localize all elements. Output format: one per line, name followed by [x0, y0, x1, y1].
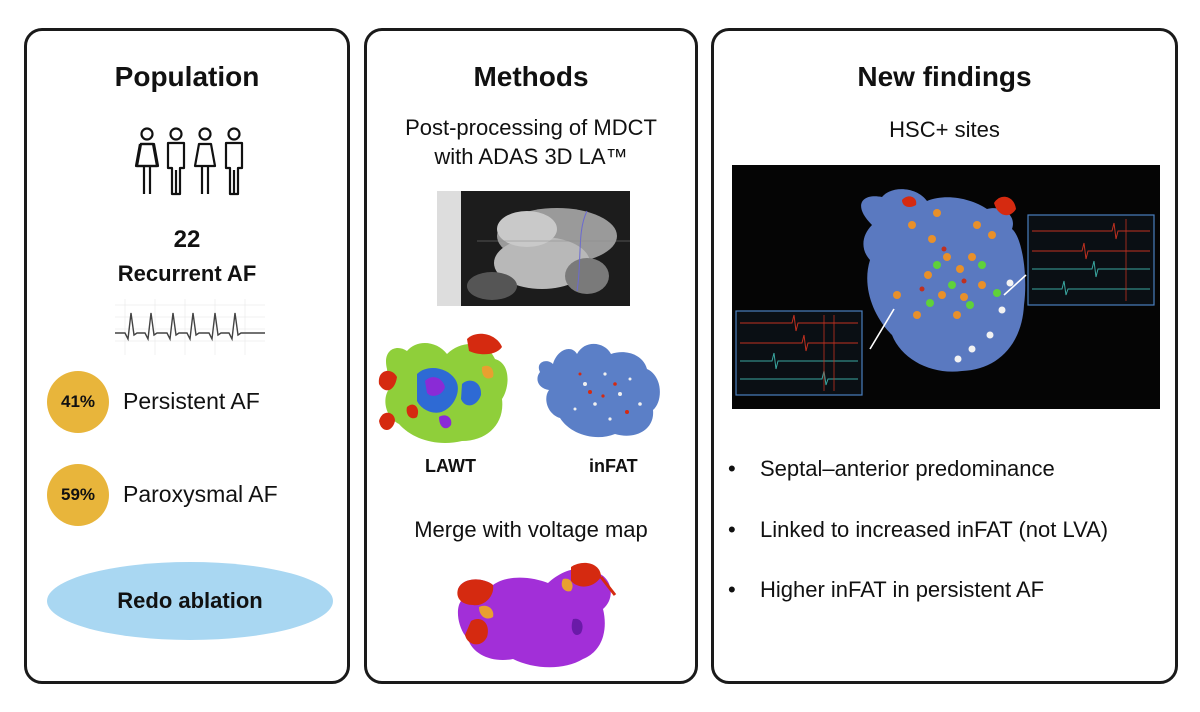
hsc-sites-map-image [732, 165, 1160, 409]
people-icon [134, 127, 244, 196]
bullet-icon: • [728, 456, 736, 481]
finding-text-3: Higher inFAT in persistent AF [760, 577, 1045, 602]
finding-item-3: • Higher inFAT in persistent AF [728, 577, 1044, 603]
redo-ablation-badge: Redo ablation [47, 562, 333, 640]
voltage-map-image [457, 562, 617, 668]
population-panel: Population 22 Recurrent AF [24, 28, 350, 684]
methods-subtitle-line1: Post-processing of MDCT [405, 115, 657, 140]
bullet-icon: • [728, 517, 736, 542]
persistent-pct-badge: 41% [47, 371, 109, 433]
methods-title: Methods [473, 61, 589, 92]
infat-label: inFAT [589, 456, 638, 476]
finding-text-2: Linked to increased inFAT (not LVA) [760, 517, 1109, 542]
finding-text-1: Septal–anterior predominance [760, 456, 1055, 481]
findings-title: New findings [857, 61, 1032, 92]
findings-subtitle: HSC+ sites [889, 117, 1000, 142]
paroxysmal-label: Paroxysmal AF [123, 481, 278, 507]
methods-panel: Methods Post-processing of MDCT with ADA… [364, 28, 698, 684]
ecg-trace-icon [115, 299, 265, 355]
lawt-map-image [378, 333, 508, 444]
methods-subtitle-line2: with ADAS 3D LA™ [434, 144, 628, 169]
merge-label: Merge with voltage map [414, 517, 648, 542]
population-title: Population [114, 61, 260, 92]
finding-item-2: • Linked to increased inFAT (not LVA) [728, 517, 1108, 543]
persistent-label: Persistent AF [123, 388, 260, 414]
finding-item-1: • Septal–anterior predominance [728, 456, 1055, 482]
bullet-icon: • [728, 577, 736, 602]
population-count: 22 [173, 226, 201, 253]
lawt-label: LAWT [425, 456, 476, 476]
population-count-label: Recurrent AF [117, 261, 257, 286]
ct-scan-image [437, 191, 630, 306]
findings-panel: New findings HSC+ sites [711, 28, 1178, 684]
infat-map-image [537, 343, 660, 438]
paroxysmal-pct-badge: 59% [47, 464, 109, 526]
